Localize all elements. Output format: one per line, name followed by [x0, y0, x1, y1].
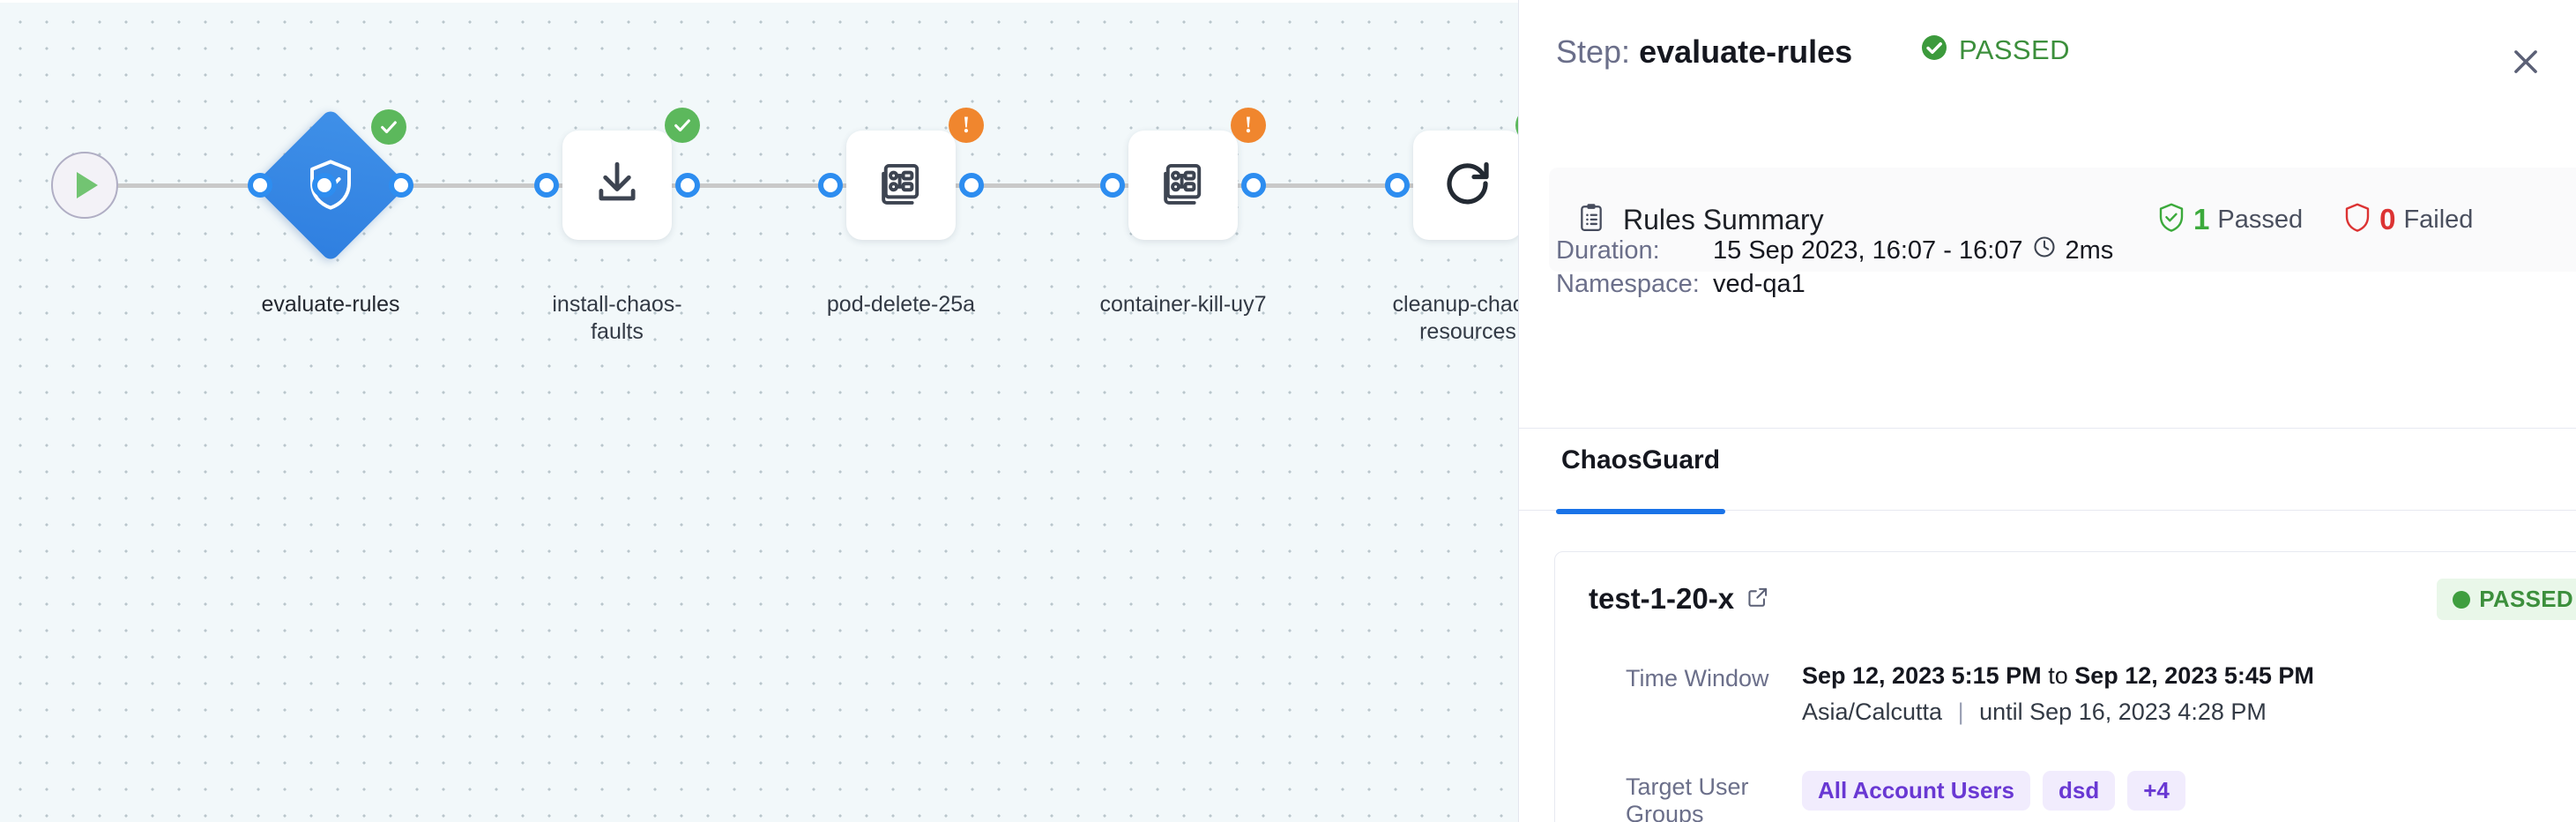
time-window-timezone: Asia/Calcutta	[1802, 699, 1943, 725]
connector-port-in[interactable]	[1100, 173, 1125, 198]
close-icon[interactable]	[2501, 37, 2550, 86]
connector-port[interactable]	[312, 173, 337, 198]
panel-title-step: evaluate-rules	[1639, 34, 1853, 70]
page-title: Step: evaluate-rules	[1556, 34, 1852, 71]
step-details-panel: Step: evaluate-rules PASSED	[1518, 0, 2576, 822]
chaos-experiment-icon	[876, 159, 926, 213]
duration-row: Duration: 15 Sep 2023, 16:07 - 16:07 2ms	[1556, 235, 2113, 266]
time-window-to: Sep 12, 2023 5:45 PM	[2074, 662, 2314, 689]
rules-summary-label: Rules Summary	[1623, 203, 1824, 235]
rules-passed-count: 1	[2193, 203, 2210, 235]
namespace-label: Namespace:	[1556, 270, 1700, 298]
pipeline-node-label: evaluate-rules	[261, 292, 400, 317]
time-window-join: to	[2048, 662, 2068, 689]
rules-failed-stat: 0 Failed	[2343, 202, 2473, 238]
user-group-tag[interactable]: All Account Users	[1802, 771, 2030, 811]
target-user-groups-tags: All Account Users dsd +4	[1802, 771, 2185, 811]
panel-header: Step: evaluate-rules PASSED	[1519, 0, 2576, 113]
pipeline-node-label: cleanup-chaos-resources	[1392, 292, 1518, 344]
time-window-row: Time Window Sep 12, 2023 5:15 PM to Sep …	[1626, 662, 2314, 726]
pipeline-canvas[interactable]: evaluate-rules install-chaos-faults	[0, 0, 1518, 822]
connector-port-out[interactable]	[959, 173, 984, 198]
duration-range: 15 Sep 2023, 16:07 - 16:07	[1713, 235, 2023, 265]
connector-port-out[interactable]	[389, 173, 413, 198]
namespace-row: Namespace: ved-qa1	[1556, 270, 1805, 299]
section-divider	[1519, 428, 2576, 429]
refresh-icon	[1441, 157, 1494, 214]
pipeline-node-container-kill-uy7[interactable]: ! container-kill-uy7	[1100, 108, 1266, 317]
target-user-groups-row: Target User Groups All Account Users dsd…	[1626, 771, 2185, 822]
connector-port-out[interactable]	[1241, 173, 1266, 198]
node-port-start-out	[159, 115, 337, 256]
status-badge-warning: !	[949, 108, 984, 143]
tabbar-divider	[1519, 510, 2576, 511]
status-dot-icon	[2453, 590, 2471, 609]
result-status-label: PASSED	[2479, 586, 2573, 612]
external-link-icon[interactable]	[1746, 586, 1769, 613]
duration-value: 15 Sep 2023, 16:07 - 16:07 2ms	[1713, 235, 2113, 266]
play-icon	[77, 172, 98, 198]
clock-icon	[2032, 235, 2057, 266]
connector-port-in[interactable]	[534, 173, 559, 198]
connector-port-in[interactable]	[1385, 173, 1410, 198]
pipeline-connector-rail	[84, 183, 1518, 188]
namespace-value: ved-qa1	[1713, 270, 1805, 298]
status-badge-success	[371, 109, 406, 145]
status-badge-warning: !	[1231, 108, 1266, 143]
pipeline-start-node[interactable]	[51, 152, 118, 219]
rules-failed-count: 0	[2379, 203, 2396, 235]
shield-check-icon	[2157, 202, 2185, 238]
download-icon	[592, 158, 643, 213]
result-card-header: test-1-20-x	[1589, 582, 1769, 616]
pipeline-node-cleanup-chaos-resources[interactable]: cleanup-chaos-resources	[1385, 108, 1518, 344]
result-status-badge: PASSED	[2437, 579, 2576, 620]
status-badge-success	[665, 108, 700, 143]
target-user-groups-label: Target User Groups	[1626, 773, 1749, 822]
rules-passed-stat: 1 Passed	[2157, 202, 2303, 238]
pipeline-node-pod-delete-25a[interactable]: ! pod-delete-25a	[818, 108, 984, 317]
chaosguard-result-card: test-1-20-x PASSED Time Window Sep 12, 2…	[1554, 551, 2576, 822]
pipeline-node-label: pod-delete-25a	[826, 292, 976, 317]
time-window-values: Sep 12, 2023 5:15 PM to Sep 12, 2023 5:4…	[1802, 662, 2314, 726]
pipeline-node-install-chaos-faults[interactable]: install-chaos-faults	[534, 108, 700, 344]
value-separator: |	[1957, 699, 1964, 725]
rules-failed-label: Failed	[2403, 205, 2474, 234]
clipboard-icon	[1577, 202, 1605, 238]
pipeline-node-evaluate-rules[interactable]: evaluate-rules	[248, 108, 413, 317]
duration-label: Duration:	[1556, 235, 1660, 265]
panel-tabbar: ChaosGuard	[1556, 445, 1726, 514]
result-name: test-1-20-x	[1589, 582, 1735, 615]
time-window-until: until Sep 16, 2023 4:28 PM	[1979, 699, 2267, 725]
connector-port-in[interactable]	[248, 173, 272, 198]
user-group-overflow-tag[interactable]: +4	[2127, 771, 2185, 811]
connector-port-in[interactable]	[818, 173, 843, 198]
tab-chaosguard[interactable]: ChaosGuard	[1556, 445, 1726, 514]
shield-icon	[2343, 202, 2371, 238]
pipeline-node-label: install-chaos-faults	[552, 292, 682, 344]
pipeline-node-label: container-kill-uy7	[1099, 292, 1267, 317]
rules-passed-label: Passed	[2217, 205, 2304, 234]
time-window-from: Sep 12, 2023 5:15 PM	[1802, 662, 2042, 689]
user-group-tag[interactable]: dsd	[2042, 771, 2116, 811]
status-badge-success	[1515, 108, 1518, 143]
panel-title-prefix: Step:	[1556, 34, 1631, 70]
duration-elapsed: 2ms	[2065, 235, 2114, 265]
rules-summary-card: Rules Summary 1 Passed	[1549, 168, 2576, 272]
status-badge: PASSED	[1920, 34, 2070, 66]
canvas-top-edge	[0, 0, 1518, 3]
connector-port-out[interactable]	[675, 173, 700, 198]
time-window-label: Time Window	[1626, 665, 1769, 691]
check-circle-icon	[1920, 34, 1948, 66]
status-badge-label: PASSED	[1959, 34, 2070, 65]
chaos-experiment-icon	[1158, 159, 1208, 213]
